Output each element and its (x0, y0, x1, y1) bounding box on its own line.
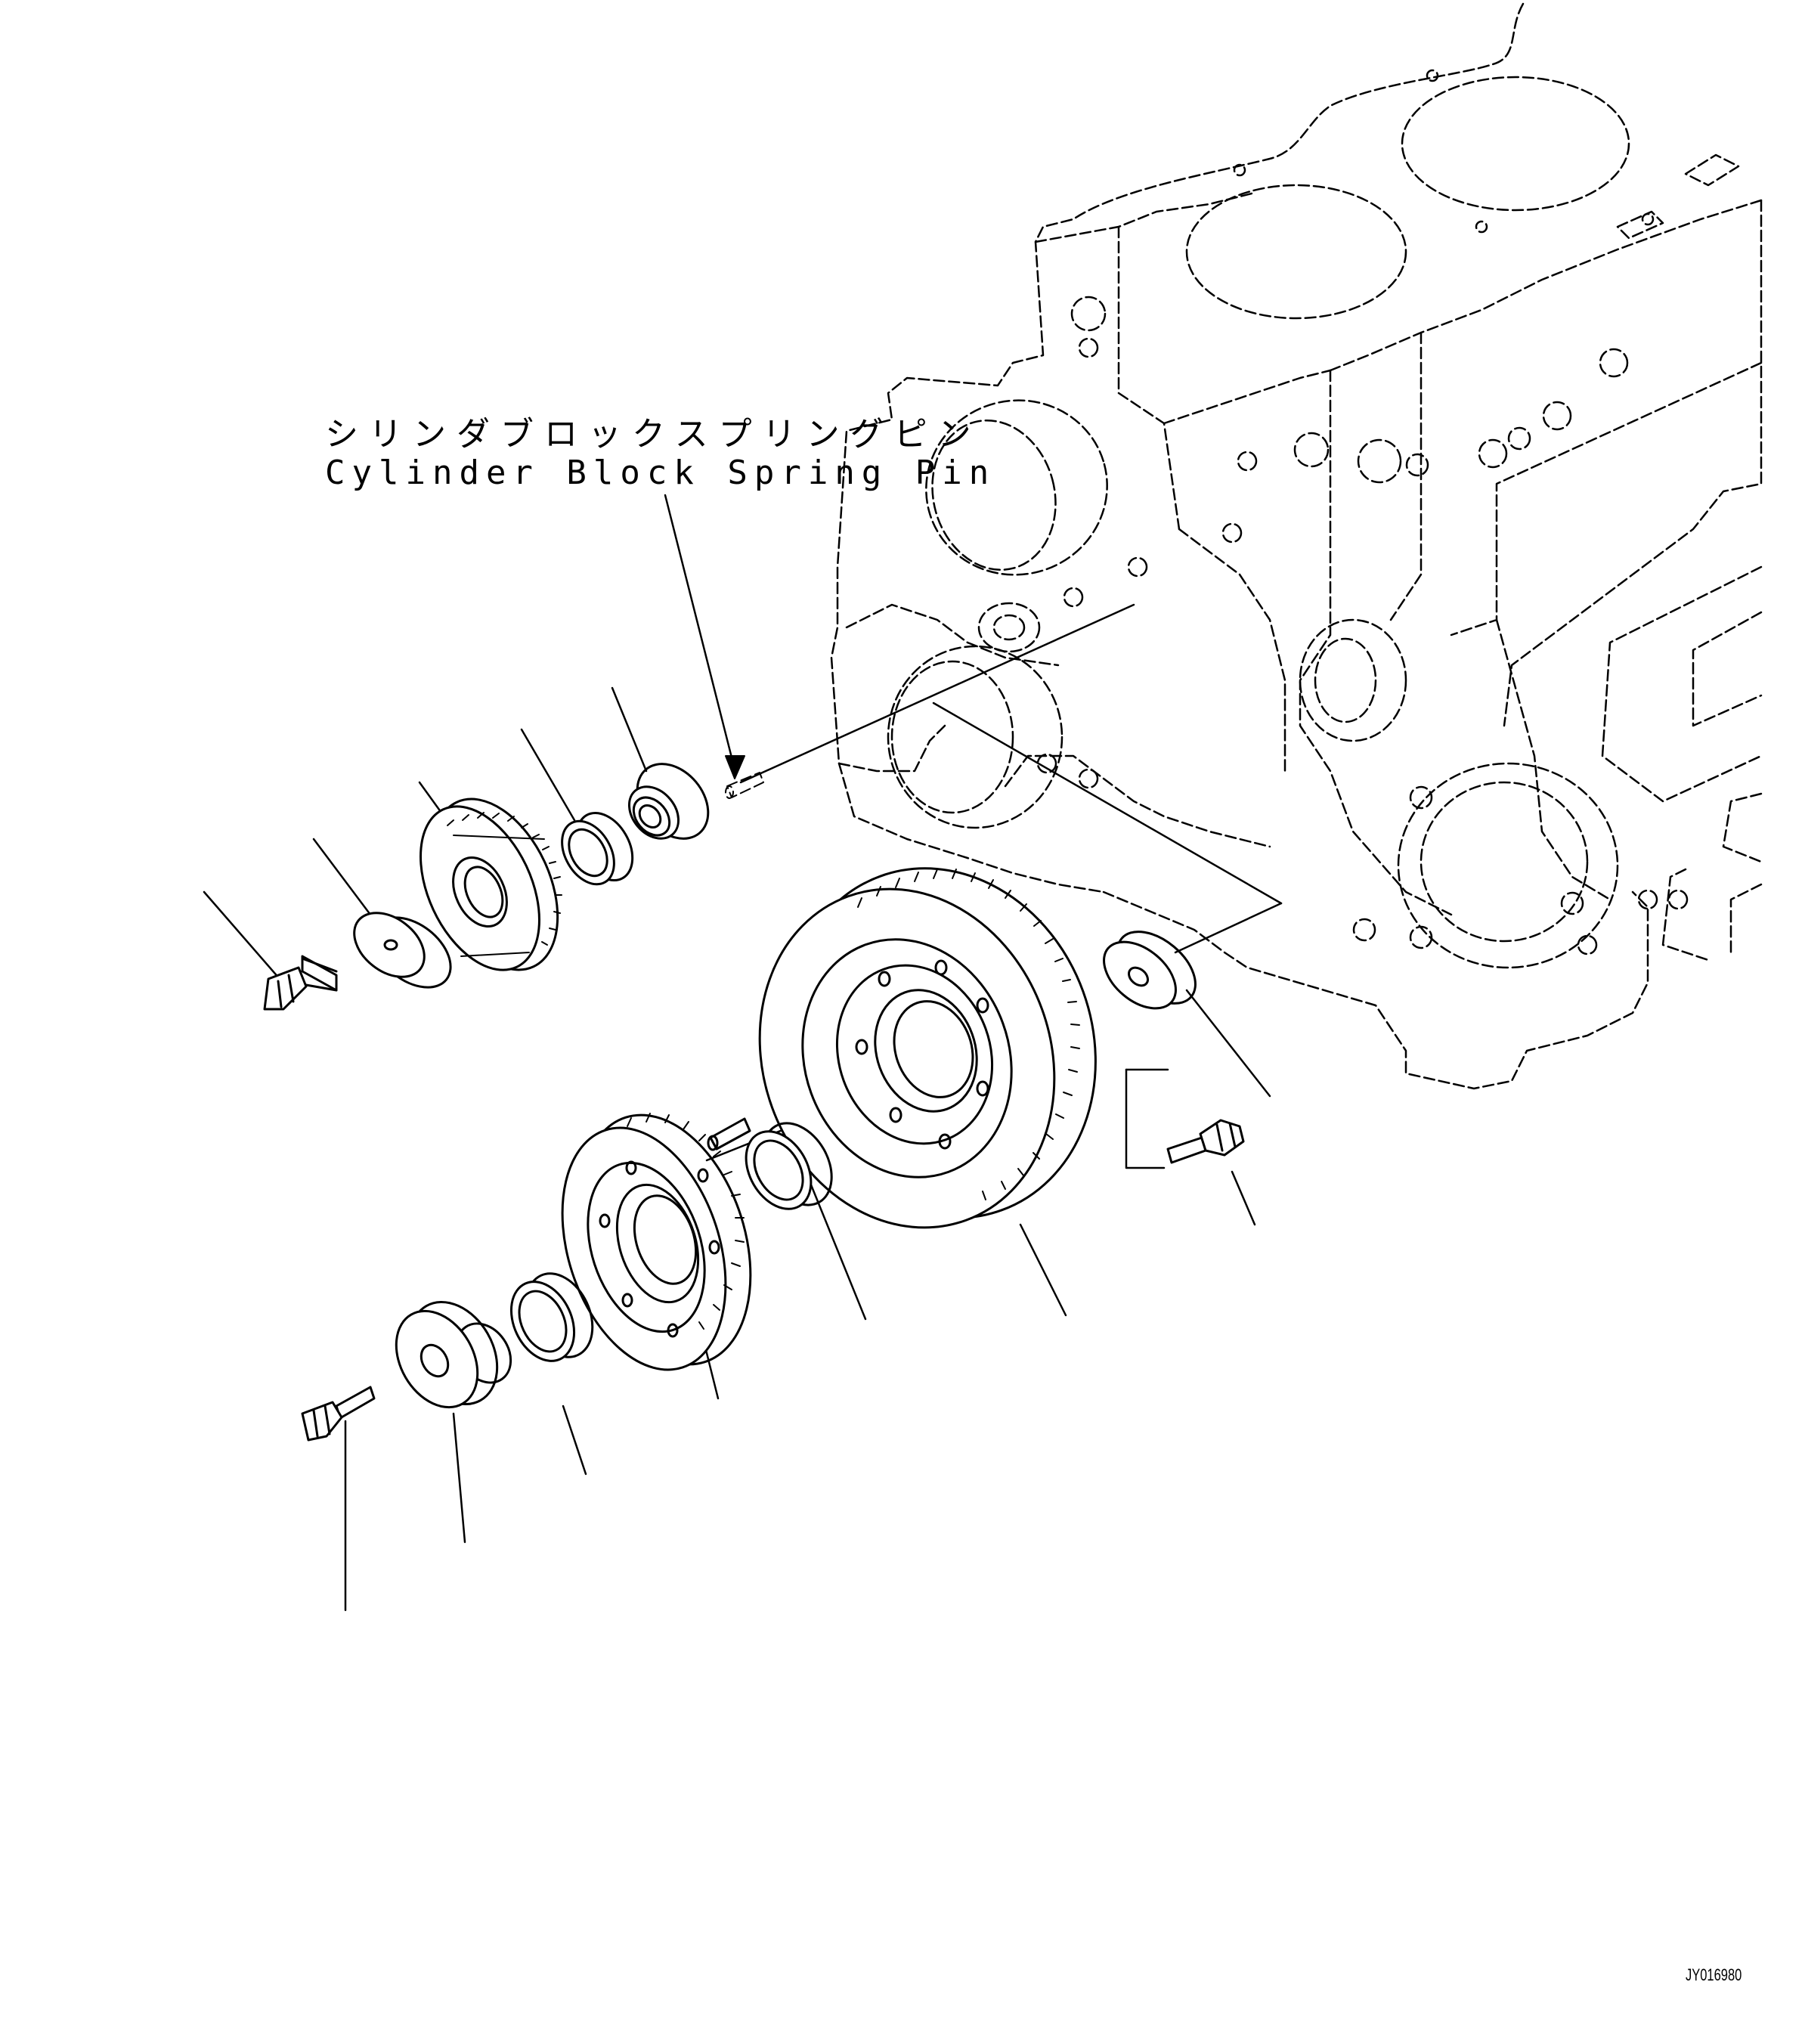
leader-lines (203, 494, 1283, 1612)
small-idler-gear (420, 797, 562, 971)
callout-label-japanese: シリンダブロックスプリングピン (325, 415, 982, 454)
idler-shaft (627, 763, 710, 840)
stepped-shaft (395, 1300, 512, 1409)
large-idler-gear (758, 867, 1097, 1229)
right-bolt (1166, 1119, 1245, 1164)
medium-idler-gear (561, 1113, 752, 1371)
upper-bolt (263, 955, 338, 1011)
lower-bushing (509, 1272, 594, 1362)
callout-label-english: Cylinder Block Spring Pin (325, 454, 996, 492)
large-gear-bushing (745, 1122, 833, 1210)
dowel-pin (707, 1117, 751, 1151)
drawing-code: JY016980 (1686, 1965, 1742, 1984)
idler-washer-right (1103, 931, 1197, 1010)
callout-arrowhead (725, 755, 745, 779)
spring-pin (725, 772, 764, 799)
idler-bushing (561, 811, 634, 886)
upper-thrust-plate (353, 912, 452, 989)
lower-bolt (301, 1386, 376, 1442)
